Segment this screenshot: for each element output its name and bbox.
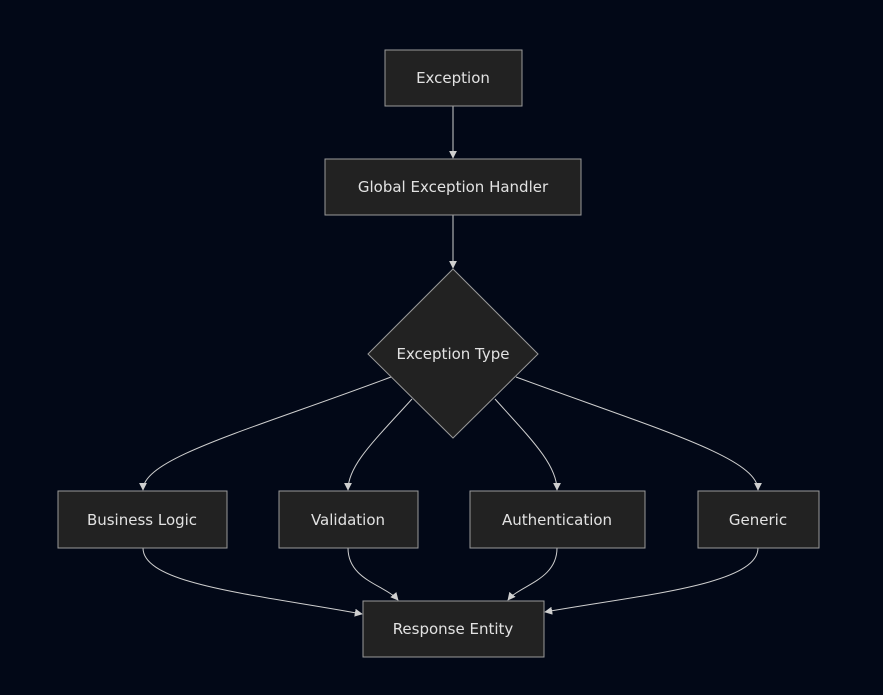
edges [139,106,762,617]
node-validation: Validation [278,490,419,549]
edge-decision-to-generic [515,376,762,491]
edge-validation-to-response [347,547,399,601]
node-global-exception-handler-label: Global Exception Handler [358,178,549,196]
node-validation-label: Validation [311,511,385,529]
node-generic-label: Generic [729,511,787,529]
node-exception-label: Exception [416,69,490,87]
edge-authentication-to-response [507,547,558,601]
node-business-logic: Business Logic [57,490,228,549]
node-business-logic-label: Business Logic [87,511,197,529]
node-generic: Generic [697,490,820,549]
edge-decision-to-validation [344,398,413,491]
edge-decision-to-business-logic [139,376,392,491]
node-global-exception-handler: Global Exception Handler [324,158,582,216]
node-authentication-label: Authentication [502,511,612,529]
node-exception-type-label: Exception Type [396,345,509,363]
edge-decision-to-authentication [494,398,561,491]
node-response-entity-label: Response Entity [393,620,514,638]
node-exception: Exception [384,49,523,107]
edge-business-logic-to-response [142,547,363,617]
edge-generic-to-response [544,547,759,615]
node-exception-type-decision: Exception Type [367,268,539,439]
node-response-entity: Response Entity [362,600,545,658]
node-authentication: Authentication [469,490,646,549]
